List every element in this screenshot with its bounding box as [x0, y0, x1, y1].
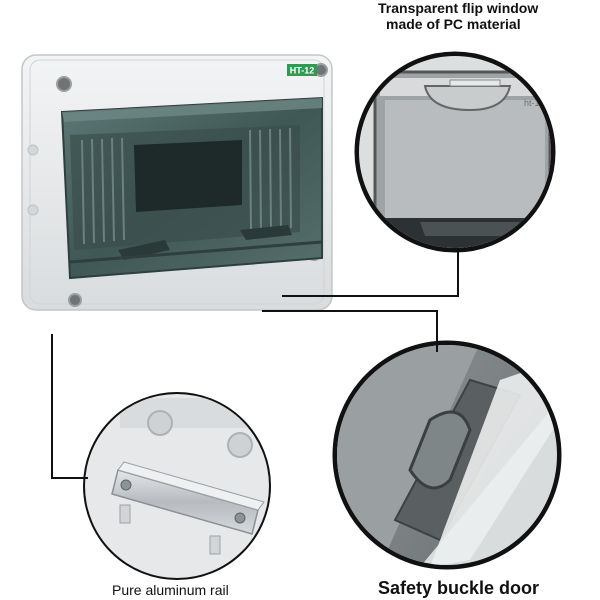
- rail-screw-icon: [120, 479, 132, 491]
- buckle-latch: [408, 410, 472, 490]
- window-model-text: ht-12: [524, 98, 545, 108]
- callout-flip-window: Transparent flip window made of PC mater…: [378, 0, 538, 32]
- leader-line-door: [262, 310, 438, 352]
- leader-lines: [51, 250, 459, 479]
- enclosure: HT-12: [21, 54, 333, 311]
- leader-line-rail: [51, 334, 88, 479]
- rail-screw-icon: [234, 512, 246, 524]
- leader-line-window: [282, 250, 459, 297]
- zoom-aluminum-rail: [83, 392, 271, 580]
- screw-icon: [68, 293, 82, 307]
- screw-icon: [56, 76, 72, 92]
- callout-aluminum-rail: Pure aluminum rail: [112, 582, 229, 598]
- flip-window: [60, 96, 323, 280]
- callout-flip-window-line1: Transparent flip window: [378, 0, 539, 16]
- model-badge-text: HT-12: [290, 66, 315, 76]
- zoom-flip-window: ht-12: [354, 51, 556, 253]
- zoom-safety-buckle: [332, 340, 562, 570]
- callout-safety-buckle-door: Safety buckle door: [378, 578, 540, 598]
- callout-flip-window-line2: made of PC material: [386, 16, 521, 33]
- model-badge: [287, 64, 317, 76]
